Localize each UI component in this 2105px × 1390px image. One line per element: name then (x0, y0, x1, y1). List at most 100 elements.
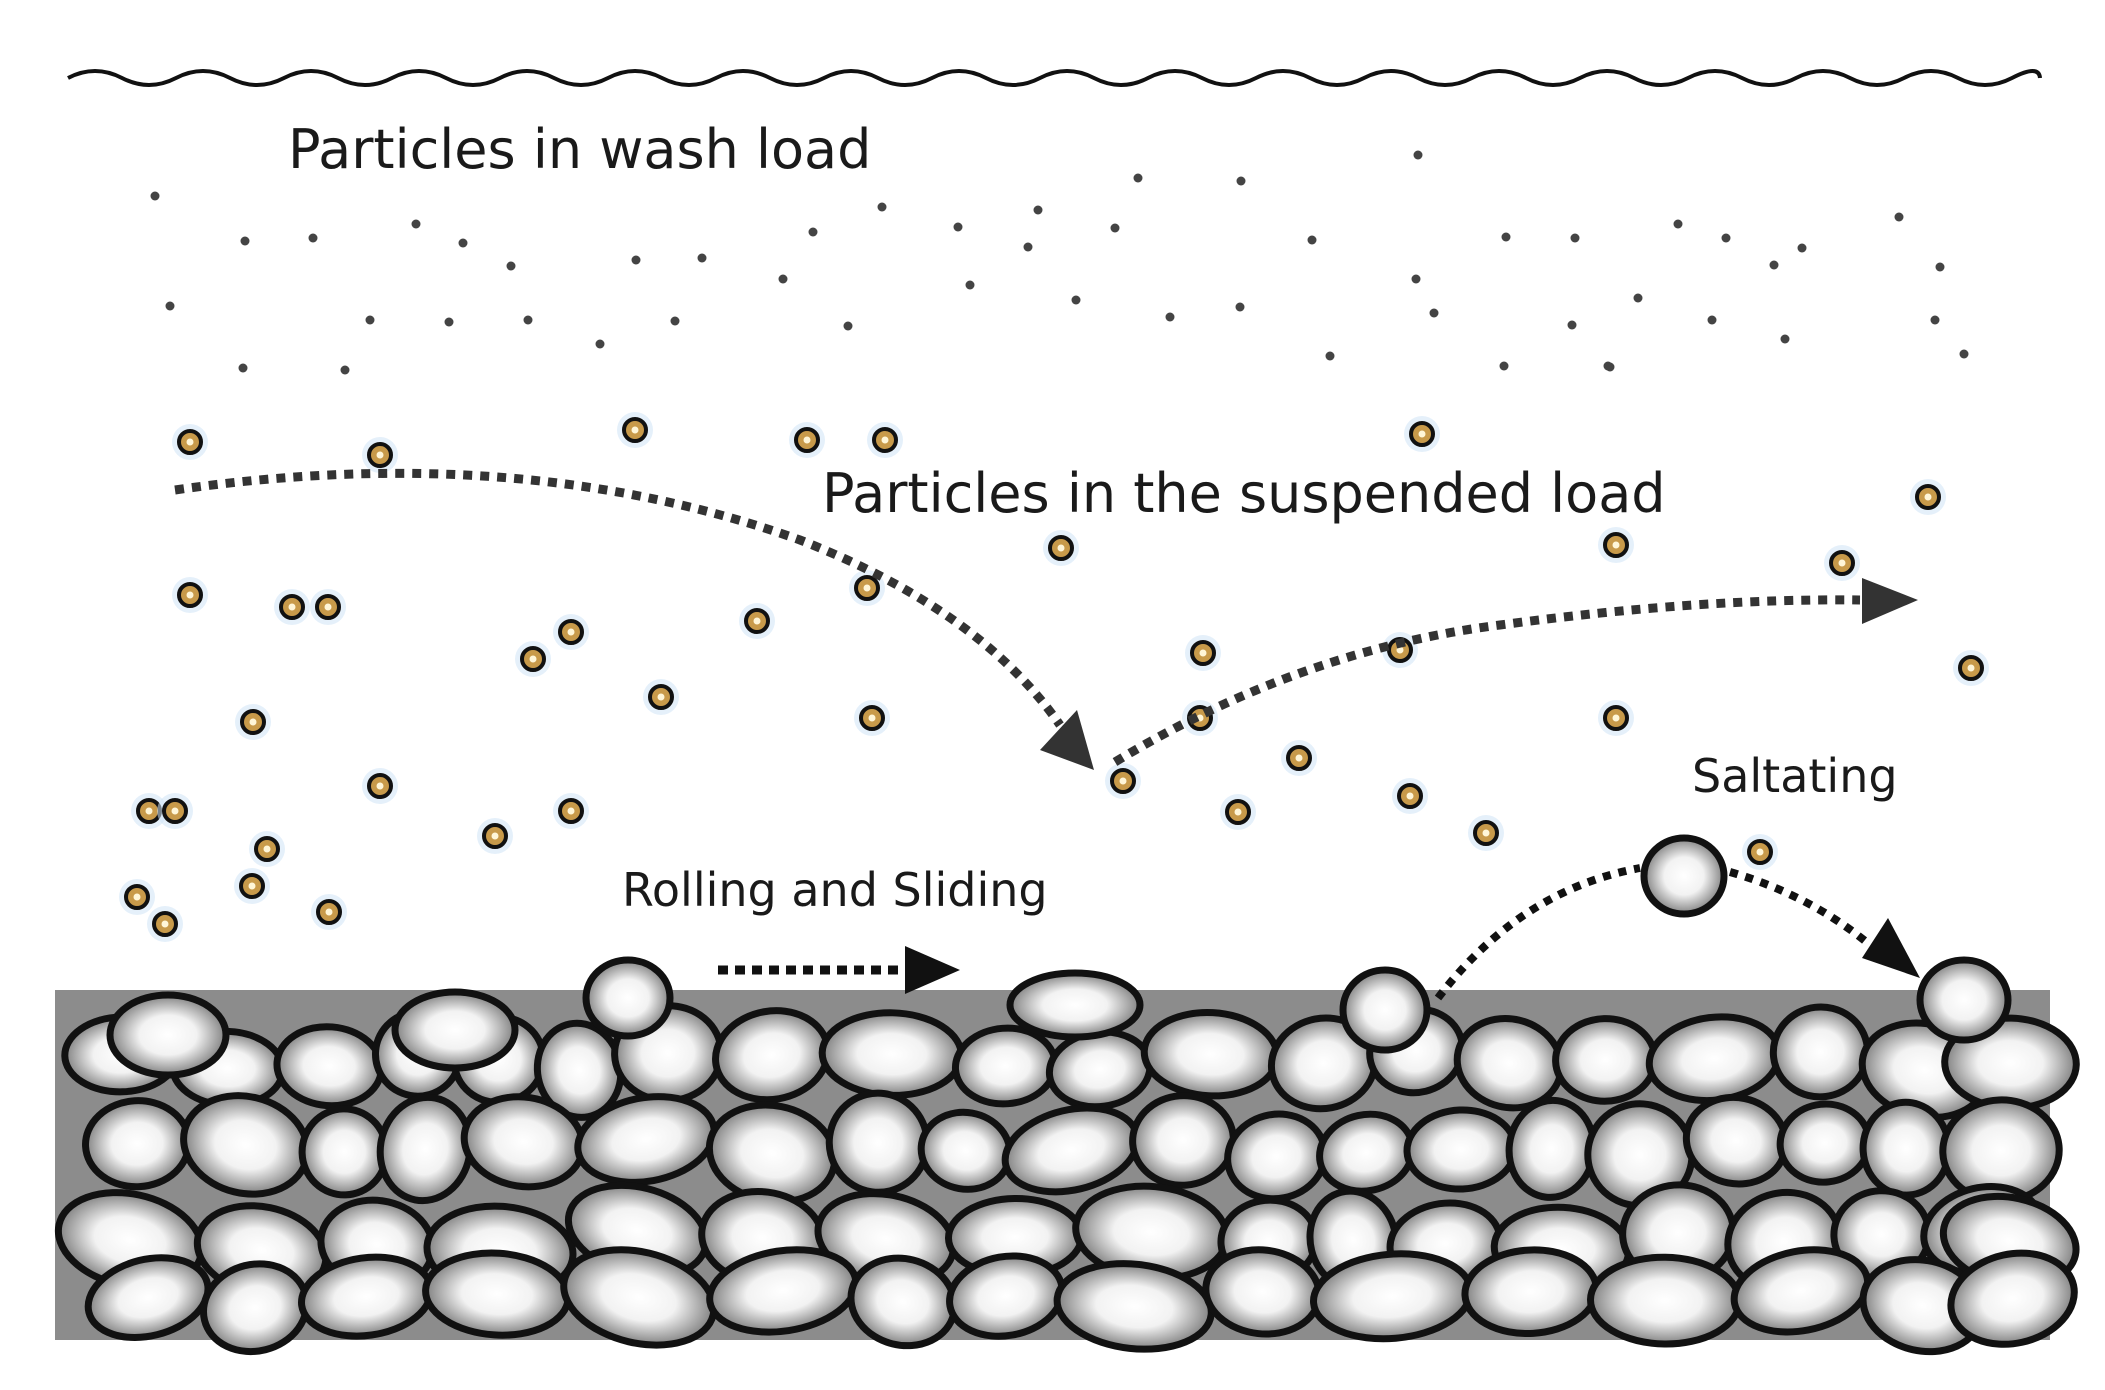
suspended-path-ascending (1112, 595, 1861, 766)
wash-load-dot (365, 315, 375, 325)
suspended-particle (849, 570, 885, 606)
suspended-particle (1598, 527, 1634, 563)
wash-load-dot (506, 261, 516, 271)
suspended-particle (643, 679, 679, 715)
wash-load-dot (1110, 223, 1120, 233)
suspended-particle (1182, 700, 1218, 736)
bed-pebble-top (1339, 966, 1431, 1054)
suspended-particle (1598, 700, 1634, 736)
suspended-particle (739, 603, 775, 639)
wash-load-dot (340, 365, 350, 375)
wash-load-dot (1959, 349, 1969, 359)
suspended-particle (172, 424, 208, 460)
bed-pebble (1403, 1106, 1519, 1193)
wash-load-dot (595, 339, 605, 349)
bed-pebble (82, 1097, 193, 1191)
wash-load-dot (1307, 235, 1317, 245)
wash-load-dot (1780, 334, 1790, 344)
wash-load-dot (778, 274, 788, 284)
wash-load-dot (1235, 302, 1245, 312)
rolling-sliding-label: Rolling and Sliding (622, 863, 1048, 917)
wash-load-label: Particles in wash load (288, 118, 871, 181)
suspended-particle (119, 879, 155, 915)
wash-load-dot (1033, 205, 1043, 215)
wash-load-dot (843, 321, 853, 331)
wash-load-dot (1165, 312, 1175, 322)
wash-load-dot (1603, 361, 1613, 371)
wash-load-dot (965, 280, 975, 290)
suspended-particle (617, 412, 653, 448)
wash-load-dot (308, 233, 318, 243)
suspended-particle (362, 437, 398, 473)
suspended-particle (553, 614, 589, 650)
bed-pebble-top (582, 956, 674, 1040)
bed-pebble (1587, 1253, 1743, 1348)
wash-load-dot (1673, 219, 1683, 229)
wash-load-dot (1429, 308, 1439, 318)
suspended-particle (1281, 740, 1317, 776)
wash-load-dot (631, 255, 641, 265)
suspended-particle (147, 906, 183, 942)
wash-load-dot (670, 316, 680, 326)
wash-load-dot (1023, 242, 1033, 252)
suspended-particle (1404, 416, 1440, 452)
rolling-sliding-arrowhead (905, 946, 960, 994)
suspended-arrowhead-2 (1862, 578, 1918, 624)
wash-load-dot (150, 191, 160, 201)
suspended-particle (249, 831, 285, 867)
suspended-particle (789, 422, 825, 458)
saltating-pebble (1640, 834, 1728, 918)
wash-load-particles (150, 150, 1969, 375)
suspended-particle (157, 793, 193, 829)
bed-pebble (1947, 1249, 2078, 1348)
saltating-arrowhead (1862, 918, 1920, 978)
suspended-particle (1185, 635, 1221, 671)
bed-pebble-top (106, 991, 230, 1079)
wash-load-dot (697, 253, 707, 263)
suspended-load-particles (119, 412, 1989, 942)
wash-load-dot (1133, 173, 1143, 183)
suspended-particle (362, 768, 398, 804)
bed-pebble-top (1916, 956, 2012, 1044)
wash-load-dot (1567, 320, 1577, 330)
bed-pebble-top (1006, 969, 1144, 1041)
suspended-particle (310, 589, 346, 625)
suspended-arrowhead-1 (1040, 710, 1094, 770)
bed-pebble (298, 1105, 391, 1199)
bed-pebbles (54, 956, 2080, 1356)
wash-load-dot (1071, 295, 1081, 305)
bed-pebble (818, 1009, 965, 1099)
wash-load-dot (444, 317, 454, 327)
wash-load-dot (1236, 176, 1246, 186)
wash-load-dot (1570, 233, 1580, 243)
wash-load-dot (238, 363, 248, 373)
suspended-particle (1105, 763, 1141, 799)
suspended-particle (1392, 778, 1428, 814)
wash-load-dot (1499, 361, 1509, 371)
suspended-particle (172, 577, 208, 613)
wash-load-dot (1325, 351, 1335, 361)
suspended-particle (1824, 545, 1860, 581)
suspended-particle (1220, 794, 1256, 830)
bed-pebble (1859, 1098, 1953, 1199)
wash-load-dot (1721, 233, 1731, 243)
wash-load-dot (1935, 262, 1945, 272)
wash-load-dot (1411, 274, 1421, 284)
saltating-label: Saltating (1692, 749, 1898, 803)
wash-load-dot (1797, 243, 1807, 253)
suspended-particle (515, 641, 551, 677)
suspended-particle (1043, 530, 1079, 566)
saltating-path-up (1434, 864, 1641, 1001)
bed-pebble (1129, 1092, 1237, 1189)
suspended-particle (553, 793, 589, 829)
bed-pebble-top (391, 988, 519, 1072)
suspended-particle (274, 589, 310, 625)
water-surface-line (67, 69, 2042, 87)
suspended-particle (1910, 479, 1946, 515)
suspended-load-label: Particles in the suspended load (822, 462, 1666, 525)
bed-pebble (1552, 1015, 1659, 1105)
wash-load-dot (1930, 315, 1940, 325)
suspended-particle (235, 704, 271, 740)
suspended-particle (1468, 815, 1504, 851)
